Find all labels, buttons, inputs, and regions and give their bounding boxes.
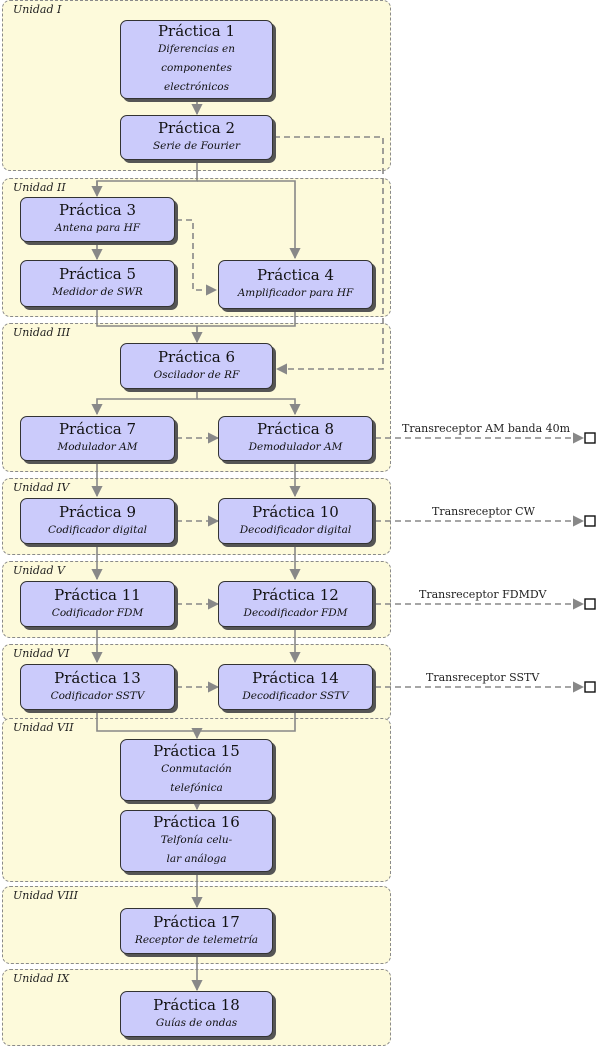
practica-subtitle: Oscilador de RF bbox=[153, 368, 240, 381]
practica-5-node: Práctica 5 Medidor de SWR bbox=[20, 260, 175, 307]
practica-subtitle: Modulador AM bbox=[57, 441, 138, 453]
practica-subtitle: Codificador SSTV bbox=[50, 689, 145, 702]
practica-title: Práctica 6 bbox=[157, 347, 236, 366]
practica-16-node: Práctica 16 Telfonía celu- lar análoga bbox=[120, 810, 273, 872]
transceiver-terminal-sstv bbox=[584, 681, 596, 693]
practica-18-node: Práctica 18 Guías de ondas bbox=[120, 991, 273, 1037]
practica-title: Práctica 5 bbox=[58, 265, 137, 283]
practica-subtitle: Amplificador para HF bbox=[237, 287, 354, 299]
practica-subtitle: Decodificador digital bbox=[239, 523, 352, 536]
practica-title: Práctica 10 bbox=[252, 502, 339, 521]
transceiver-label-sstv: Transreceptor SSTV bbox=[426, 671, 540, 684]
transceiver-label-fdmdv: Transreceptor FDMDV bbox=[419, 588, 547, 601]
practica-subtitle: Decodificador SSTV bbox=[242, 689, 349, 702]
practica-title: Práctica 7 bbox=[58, 420, 137, 438]
edge-p6-split bbox=[91, 390, 198, 416]
practica-subtitle: Receptor de telemetría bbox=[134, 933, 259, 946]
practica-title: Práctica 3 bbox=[58, 201, 137, 219]
practica-title: Práctica 16 bbox=[153, 813, 240, 831]
edge-p5-p6 bbox=[96, 308, 296, 327]
practica-subtitle: Guías de ondas bbox=[155, 1016, 238, 1029]
practica-subtitle: Demodulador AM bbox=[248, 441, 343, 453]
transceiver-label-am: Transreceptor AM banda 40m bbox=[402, 422, 571, 435]
practica-13-node: Práctica 13 Codificador SSTV bbox=[20, 664, 175, 710]
unit-label: Unidad IX bbox=[13, 972, 70, 985]
practica-6-node: Práctica 6 Oscilador de RF bbox=[120, 343, 273, 389]
practica-2-node: Práctica 2 Serie de Fourier bbox=[120, 115, 273, 160]
practica-15-node: Práctica 15 Conmutación telefónica bbox=[120, 739, 273, 801]
edge-p6-p8 bbox=[197, 398, 301, 416]
edge-p2-p6-dashed bbox=[274, 136, 384, 375]
practica-10-node: Práctica 10 Decodificador digital bbox=[218, 498, 373, 544]
transceiver-terminal-cw bbox=[584, 515, 596, 527]
practica-subtitle: Decodificador FDM bbox=[243, 606, 348, 619]
practica-title: Práctica 17 bbox=[153, 912, 240, 931]
unit-label: Unidad VIII bbox=[13, 889, 78, 902]
practica-subtitle: Antena para HF bbox=[54, 222, 141, 234]
practica-7-node: Práctica 7 Modulador AM bbox=[20, 416, 175, 461]
practica-title: Práctica 13 bbox=[54, 668, 141, 687]
practica-11-node: Práctica 11 Codificador FDM bbox=[20, 581, 175, 627]
practica-title: Práctica 15 bbox=[153, 742, 240, 760]
practica-title: Práctica 2 bbox=[157, 119, 236, 137]
unit-label: Unidad IV bbox=[13, 481, 70, 494]
practica-subtitle: Serie de Fourier bbox=[152, 140, 240, 152]
practica-title: Práctica 18 bbox=[153, 995, 240, 1014]
practica-subtitle: Medidor de SWR bbox=[52, 286, 143, 298]
practica-subtitle: componentes bbox=[161, 62, 232, 74]
unit-label: Unidad VII bbox=[13, 721, 74, 734]
practica-title: Práctica 4 bbox=[256, 266, 335, 284]
practica-subtitle: Telfonía celu- bbox=[160, 834, 233, 846]
practica-subtitle: telefónica bbox=[170, 782, 223, 794]
practica-subtitle: lar análoga bbox=[166, 853, 227, 865]
practica-9-node: Práctica 9 Codificador digital bbox=[20, 498, 175, 544]
unit-label: Unidad VI bbox=[13, 647, 70, 660]
edge-p2-p4 bbox=[197, 180, 301, 260]
practica-8-node: Práctica 8 Demodulador AM bbox=[218, 416, 373, 461]
unit-label: Unidad II bbox=[13, 181, 66, 194]
practica-4-node: Práctica 4 Amplificador para HF bbox=[218, 260, 373, 309]
transceiver-label-cw: Transreceptor CW bbox=[432, 505, 535, 518]
practica-title: Práctica 1 bbox=[157, 22, 236, 40]
practica-subtitle: Codificador digital bbox=[48, 523, 147, 536]
unit-label: Unidad V bbox=[13, 564, 65, 577]
practica-1-node: Práctica 1 Diferencias en componentes el… bbox=[120, 20, 273, 99]
transceiver-terminal-am bbox=[584, 432, 596, 444]
edge-p13-p15 bbox=[96, 711, 296, 732]
practica-subtitle: Codificador FDM bbox=[51, 606, 144, 619]
unit-label: Unidad III bbox=[13, 326, 71, 339]
edge-p3-p4-dashed bbox=[176, 219, 218, 296]
practica-17-node: Práctica 17 Receptor de telemetría bbox=[120, 908, 273, 954]
practica-12-node: Práctica 12 Decodificador FDM bbox=[218, 581, 373, 627]
practica-3-node: Práctica 3 Antena para HF bbox=[20, 197, 175, 242]
practica-title: Práctica 12 bbox=[252, 585, 339, 604]
practica-title: Práctica 9 bbox=[58, 502, 137, 521]
practica-subtitle: Conmutación bbox=[161, 763, 232, 775]
practica-title: Práctica 11 bbox=[54, 585, 141, 604]
practica-14-node: Práctica 14 Decodificador SSTV bbox=[218, 664, 373, 710]
practica-title: Práctica 8 bbox=[256, 420, 335, 438]
edge-p2-split bbox=[96, 161, 198, 195]
practica-title: Práctica 14 bbox=[252, 668, 339, 687]
unit-label: Unidad I bbox=[13, 3, 62, 16]
practica-subtitle: Diferencias en bbox=[157, 43, 236, 55]
practica-subtitle: electrónicos bbox=[164, 81, 229, 93]
transceiver-terminal-fdmdv bbox=[584, 598, 596, 610]
